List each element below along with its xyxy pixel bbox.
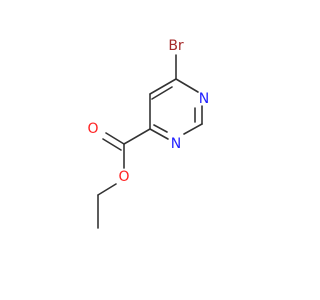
bond-n3-c4 [149, 128, 169, 140]
bond-c6-c5-double [151, 86, 173, 100]
molecule-structure: Br N N O O [87, 38, 210, 229]
atom-label-n1: N [199, 91, 209, 107]
bonds [97, 54, 203, 229]
atom-label-br: Br [168, 38, 184, 54]
bond-c2-n3 [183, 123, 203, 135]
bond-c4-ccarbonyl [123, 128, 151, 145]
atom-label-o-carbonyl: O [87, 121, 98, 137]
bond-c6-c5 [149, 78, 177, 95]
atom-label-n3: N [171, 136, 181, 152]
bond-c6-n1 [175, 78, 199, 93]
bond-c-o-double-a [105, 132, 125, 145]
bond-c-o-double-b [102, 138, 122, 151]
bond-n3-c4-double [153, 124, 168, 133]
bond-oester-ch2 [97, 183, 117, 196]
atom-label-o-ester: O [118, 169, 129, 185]
atom-labels: Br N N O O [87, 38, 209, 185]
